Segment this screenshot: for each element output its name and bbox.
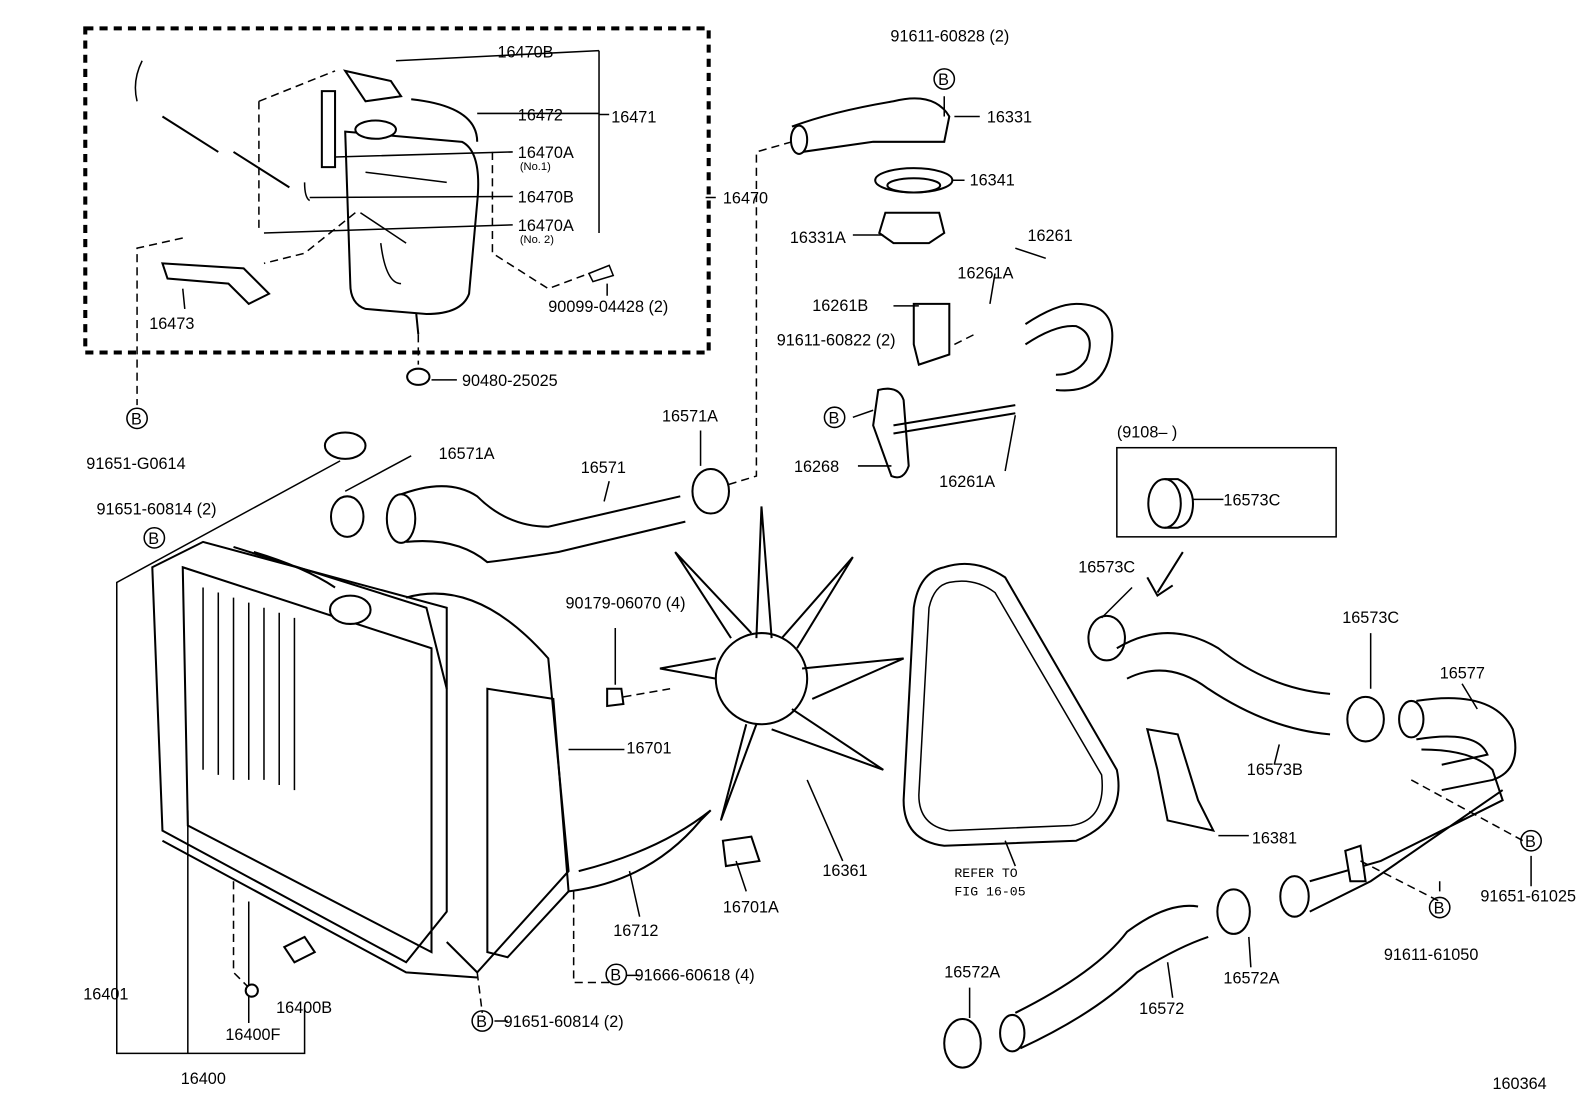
part-label: 90099-04428 (2) — [548, 298, 668, 316]
part-label: 16341 — [970, 171, 1015, 189]
part-label: 91651-G0614 — [86, 455, 185, 473]
part-label: 16261A — [939, 473, 995, 491]
bolt-marker: B — [823, 406, 846, 429]
part-label: 16400B — [276, 999, 332, 1017]
cooling-fan — [568, 506, 905, 893]
part-label: 16401 — [83, 986, 128, 1004]
part-label: 16470 — [723, 190, 768, 208]
bolt-marker: B — [143, 526, 166, 549]
radiator-cap — [323, 431, 367, 460]
bolt-marker: B — [471, 1010, 494, 1032]
part-label: 16701A — [723, 899, 779, 917]
refer-note: FIG 16-05 — [954, 884, 1025, 899]
part-label: 16571 — [581, 459, 626, 477]
part-label: 16572A — [1223, 970, 1279, 988]
hose-clamp-inset — [1147, 478, 1224, 529]
lower-hoses — [943, 614, 1517, 1069]
refer-note: REFER TO — [954, 866, 1017, 881]
part-label: 16572 — [1139, 1000, 1184, 1018]
svg-text:B: B — [1525, 833, 1536, 851]
reservoir-tank — [134, 60, 615, 335]
svg-text:B: B — [148, 530, 159, 548]
part-label: 16268 — [794, 458, 839, 476]
radiator — [151, 431, 570, 979]
part-label: 16470A — [518, 144, 574, 162]
figure-number: 160364 — [1493, 1075, 1547, 1093]
part-label: 16331A — [790, 229, 846, 247]
upper-radiator-hose — [329, 467, 731, 564]
part-label: 90179-06070 (4) — [566, 595, 686, 613]
part-label: 16573C — [1078, 558, 1135, 576]
part-labels: 16470B 16472 16471 16470A (No.1) 16470B … — [83, 28, 1576, 1093]
inset-box — [1116, 446, 1337, 538]
bolt-marker: B — [933, 68, 956, 90]
part-label: 16331 — [987, 109, 1032, 127]
part-label: 16400 — [181, 1070, 226, 1088]
bolt-marker: B — [605, 963, 628, 986]
part-label: 16573C — [1342, 609, 1399, 627]
part-label: 91611-60828 (2) — [890, 28, 1009, 46]
part-label: 16572A — [944, 963, 1000, 981]
svg-text:B: B — [828, 409, 839, 427]
svg-text:B: B — [1434, 900, 1445, 918]
part-label: 91611-60822 (2) — [777, 331, 896, 349]
part-label-note: (No.1) — [520, 161, 551, 173]
part-label: 91651-60814 (2) — [96, 501, 216, 519]
part-label: 16400F — [225, 1026, 280, 1044]
part-label: 91666-60618 (4) — [635, 967, 755, 985]
part-label: 91651-61025 — [1480, 888, 1576, 906]
part-label: 16573B — [1247, 761, 1303, 779]
part-label: 16471 — [611, 109, 656, 127]
part-label: 16712 — [613, 922, 658, 940]
part-label: 16361 — [822, 862, 867, 880]
part-label: 16577 — [1440, 665, 1485, 683]
drain-plug-grommet — [406, 367, 431, 386]
svg-text:B: B — [131, 410, 142, 428]
svg-text:B: B — [938, 71, 949, 89]
part-label: 16701 — [626, 740, 671, 758]
part-label: 16470B — [498, 44, 554, 62]
bolt-marker: B — [126, 407, 148, 430]
water-outlet-and-thermostat — [789, 97, 1114, 479]
bolt-marker: B — [1428, 896, 1451, 919]
part-label: 16470A — [518, 217, 574, 235]
v-belt — [902, 562, 1120, 847]
part-label: 16381 — [1252, 830, 1297, 848]
part-label: 16571A — [662, 407, 718, 425]
part-label: 16261B — [812, 297, 868, 315]
part-label: 16571A — [439, 445, 495, 463]
part-label: 16470B — [518, 189, 574, 207]
part-label: 16261 — [1027, 227, 1072, 245]
svg-text:B: B — [476, 1013, 487, 1031]
part-label: 16573C — [1223, 491, 1280, 509]
part-label: 91651-60814 (2) — [504, 1013, 624, 1031]
part-label: 91611-61050 — [1384, 946, 1479, 964]
reservoir-group-box — [83, 26, 711, 355]
part-label-note: (No. 2) — [520, 234, 554, 246]
part-label: 90480-25025 — [462, 372, 558, 390]
bolt-marker-group: B B B B B B B B — [126, 68, 1542, 1032]
part-label: 16261A — [957, 265, 1013, 283]
part-label: 16472 — [518, 107, 563, 125]
svg-text:B: B — [610, 967, 621, 985]
inset-title: (9108– ) — [1117, 424, 1177, 442]
part-label: 16473 — [149, 315, 194, 333]
bolt-marker: B — [1520, 829, 1542, 852]
